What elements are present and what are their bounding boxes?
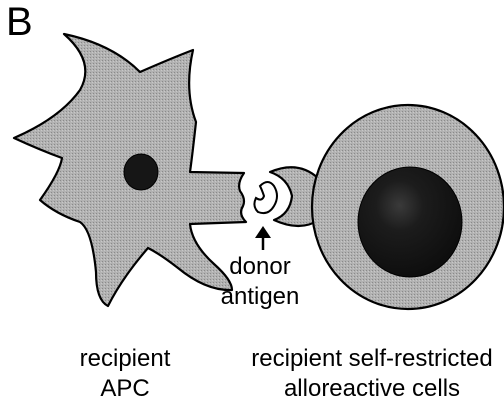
alloreactive-cells-label-line1: recipient self-restricted [240,344,504,374]
alloreactive-cells-label-line2: alloreactive cells [240,374,504,404]
apc-nucleus [124,154,158,190]
apc-label-line2: APC [40,374,210,404]
alloreactive-cell-nucleus [358,167,462,277]
antigen-arrow [255,226,271,250]
donor-antigen-label: donor antigen [200,252,320,312]
alloreactive-cell [312,105,504,309]
alloreactive-cells-label: recipient self-restricted alloreactive c… [240,344,504,404]
apc-label-line1: recipient [40,344,210,374]
donor-antigen-label-line1: donor [200,252,320,282]
apc-label: recipient APC [40,344,210,404]
donor-antigen-shape [254,182,277,213]
donor-antigen-label-line2: antigen [200,282,320,312]
